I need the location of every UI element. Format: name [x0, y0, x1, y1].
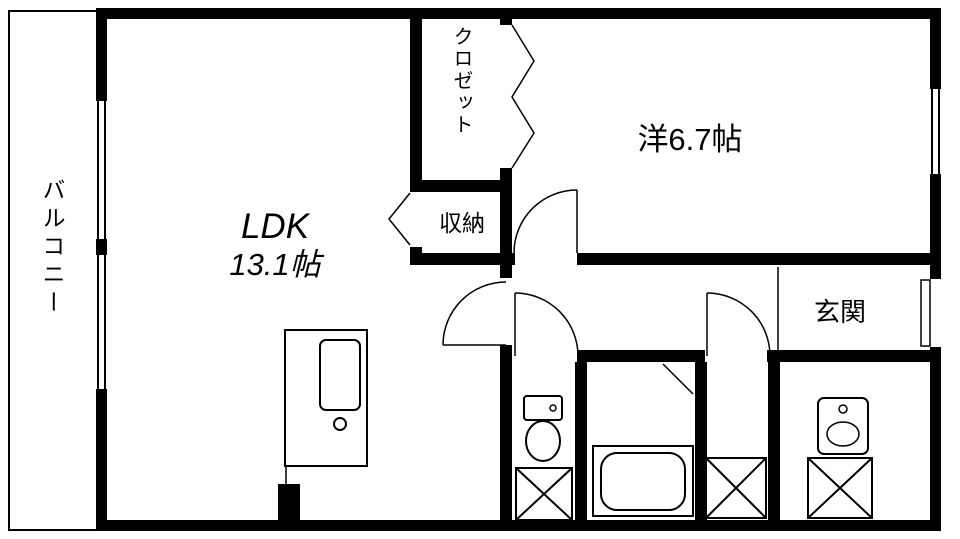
hatched-area-boxes [515, 457, 873, 521]
room-label-ldk: LDK 13.1帖 [185, 206, 365, 284]
toilet-fixture [523, 395, 563, 462]
bifold-doors [388, 24, 535, 246]
front-door [920, 277, 941, 349]
washbasin-fixture [817, 397, 869, 455]
bathtub-fixture [592, 445, 694, 517]
room-label-closet: クロゼット [450, 26, 472, 136]
kitchen-counter-fixture [284, 329, 368, 484]
room-label-ldk-size: 13.1帖 [229, 247, 321, 283]
walls [96, 8, 941, 531]
balcony-railing [8, 10, 96, 531]
room-label-entrance: 玄関 [813, 297, 866, 327]
room-label-storage: 収納 [439, 210, 485, 236]
door-arcs [442, 189, 771, 395]
room-label-western-room: 洋6.7帖 [637, 122, 743, 157]
room-label-balcony: バルコニー [39, 178, 65, 318]
room-label-ldk-name: LDK [240, 207, 310, 246]
window-symbols [96, 87, 941, 391]
